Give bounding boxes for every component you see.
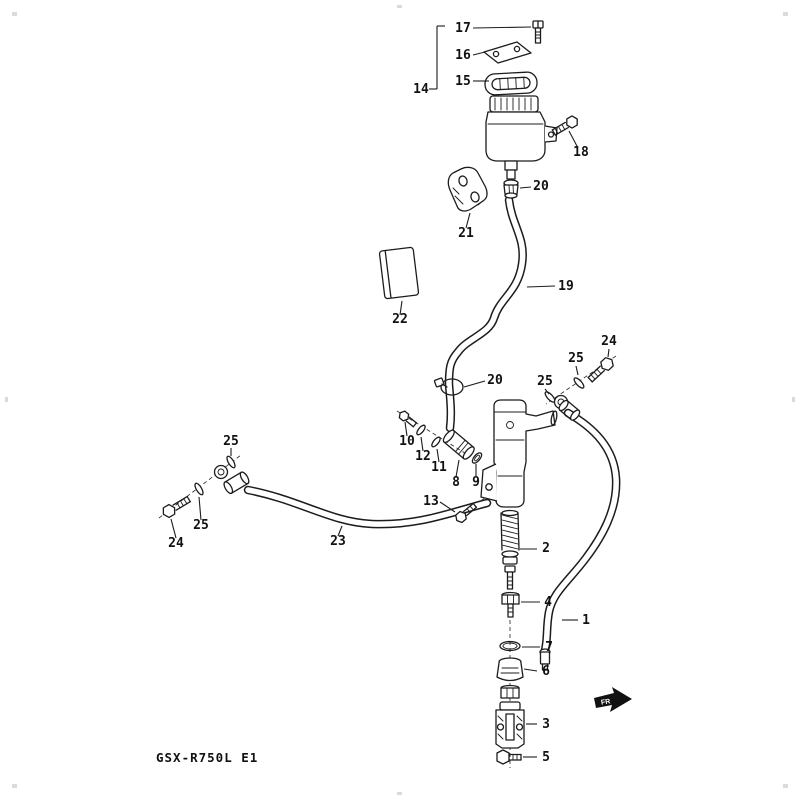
lock-nut (500, 684, 520, 699)
left-banjo-washer-lower (194, 482, 204, 496)
reservoir-hose-19 (444, 195, 527, 433)
part-label-8: 8 (452, 475, 460, 490)
rod-clevis (495, 701, 525, 749)
part-label-24-right: 24 (601, 334, 617, 349)
part-label-24-left: 24 (168, 536, 184, 551)
scan-artifact-marks (5, 5, 795, 795)
part-labels: 17 16 15 14 18 20 21 19 22 20 10 12 11 8… (168, 21, 617, 765)
part-label-21: 21 (458, 226, 474, 241)
part-label-12: 12 (415, 449, 431, 464)
part-label-11: 11 (431, 460, 447, 475)
part-label-4: 4 (544, 595, 552, 610)
union-elbow (442, 429, 475, 460)
brake-hose-1 (539, 408, 621, 671)
fr-arrow-label: FR (601, 698, 611, 707)
hose-clamp-lower (433, 377, 464, 396)
part-label-17: 17 (455, 21, 471, 36)
part-label-19: 19 (558, 279, 574, 294)
part-label-1: 1 (582, 613, 590, 628)
reservoir-stay-plate (447, 166, 488, 212)
cushion-pad (378, 246, 420, 300)
hose-union-upper (503, 179, 519, 199)
part-label-20-lower: 20 (487, 373, 503, 388)
reservoir-diaphragm (484, 71, 538, 96)
right-banjo-bolt (587, 357, 614, 383)
part-label-2: 2 (542, 541, 550, 556)
part-label-15: 15 (455, 74, 471, 89)
part-label-25-left-lower: 25 (193, 518, 209, 533)
right-banjo-eye (553, 394, 581, 421)
circlip (499, 640, 521, 652)
o-ring (471, 452, 483, 464)
part-label-3: 3 (542, 717, 550, 732)
reservoir-cap-screw (532, 20, 544, 44)
part-label-25-left-upper: 25 (223, 434, 239, 449)
part-label-10: 10 (399, 434, 415, 449)
piston-spring-set (500, 509, 520, 590)
part-label-22: 22 (392, 312, 408, 327)
push-rod (501, 591, 520, 618)
part-label-18: 18 (573, 145, 589, 160)
part-label-6: 6 (542, 664, 550, 679)
left-banjo-washer-upper (226, 455, 236, 469)
left-banjo-bolt (162, 495, 191, 519)
reservoir-mount-bolt (551, 115, 578, 136)
part-label-7: 7 (545, 640, 553, 655)
flange-bolt (455, 502, 478, 524)
left-banjo-eye (213, 464, 250, 495)
clevis-pin (496, 749, 522, 765)
union-bolt (398, 410, 418, 428)
part-label-23: 23 (330, 534, 346, 549)
figure-code: GSX-R750L E1 (156, 750, 258, 765)
fr-arrow-icon: FR (594, 687, 632, 712)
boot-cup (496, 657, 524, 682)
part-label-14: 14 (413, 82, 429, 97)
leader-lines (170, 26, 610, 758)
washer-12 (416, 424, 426, 436)
part-label-25-right-upper: 25 (568, 351, 584, 366)
right-banjo-washer-upper (573, 377, 585, 389)
part-label-16: 16 (455, 48, 471, 63)
reservoir-cap-plate (483, 41, 532, 64)
brake-hose-23 (243, 485, 492, 529)
part-label-25-right-lower: 25 (537, 374, 553, 389)
cap-set-bracket (429, 25, 445, 90)
part-label-5: 5 (542, 750, 550, 765)
washer-11 (431, 436, 441, 448)
part-label-13: 13 (423, 494, 439, 509)
reservoir-body (485, 95, 558, 180)
part-label-9: 9 (472, 475, 480, 490)
part-label-20-upper: 20 (533, 179, 549, 194)
master-cylinder-body (480, 399, 558, 508)
